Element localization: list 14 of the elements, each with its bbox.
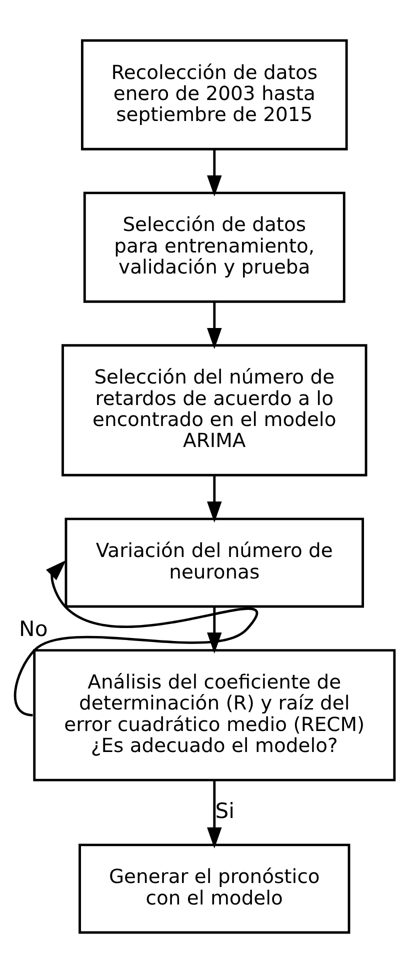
arrow bbox=[207, 606, 222, 654]
arrow bbox=[207, 475, 222, 523]
arrow bbox=[207, 149, 222, 196]
node-box: Selección de datos para entrenamiento, validación y prueba bbox=[83, 192, 346, 303]
arrow bbox=[207, 302, 222, 350]
edge-label: Si bbox=[215, 798, 235, 824]
node-box: Selección del número de retardos de acuerdo a lo encontrado en el modelo ARIMA bbox=[62, 344, 368, 476]
node-box: Análisis del coeficiente de determinación (R) y raíz del error cuadrático medio (RECM) ¿Es adecuado el modelo? bbox=[33, 649, 396, 782]
node-box: Generar el pronóstico con el modelo bbox=[78, 844, 350, 934]
arrow bbox=[14, 560, 258, 716]
arrow bbox=[207, 780, 222, 849]
node-box: Variación del número de neuronas bbox=[64, 518, 364, 608]
edge-label: No bbox=[19, 616, 48, 641]
node-box: Recolección de datos enero de 2003 hasta septiembre de 2015 bbox=[80, 39, 348, 150]
